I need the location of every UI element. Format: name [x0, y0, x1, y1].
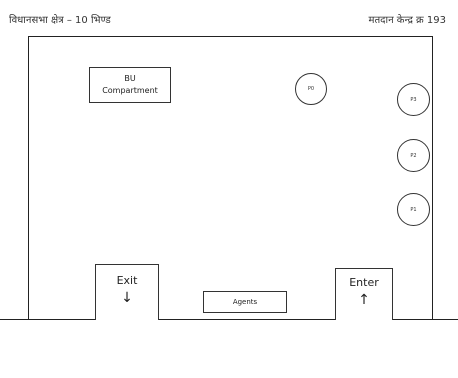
exit-label: Exit: [116, 274, 138, 287]
bu-compartment-label-line1: BU: [124, 74, 136, 83]
exit-door: Exit ↓: [95, 264, 159, 320]
agents-box: Agents: [203, 291, 287, 313]
booth-p1-label: P1: [410, 206, 417, 213]
constituency-title: विधानसभा क्षेत्र – 10 भिण्ड: [9, 15, 111, 26]
enter-door: Enter ↑: [335, 268, 393, 320]
up-arrow-icon: ↑: [358, 292, 370, 308]
booth-p0: P0: [295, 73, 327, 105]
booth-p3: P3: [397, 83, 430, 116]
down-arrow-icon: ↓: [121, 290, 133, 306]
polling-station-title: मतदान केन्द्र क्र 193: [368, 15, 446, 26]
agents-label: Agents: [232, 298, 258, 306]
enter-label: Enter: [349, 276, 379, 289]
booth-p0-label: P0: [307, 86, 315, 92]
booth-p1: P1: [397, 193, 430, 226]
bu-compartment-label-line2: Compartment: [102, 86, 158, 95]
booth-p2: P2: [397, 139, 430, 172]
polling-room-outline: [28, 36, 433, 320]
floor-line: [0, 319, 458, 320]
booth-p3-label: P3: [410, 96, 417, 103]
bu-compartment-box: BU Compartment: [89, 67, 171, 103]
booth-p2-label: P2: [410, 152, 417, 159]
